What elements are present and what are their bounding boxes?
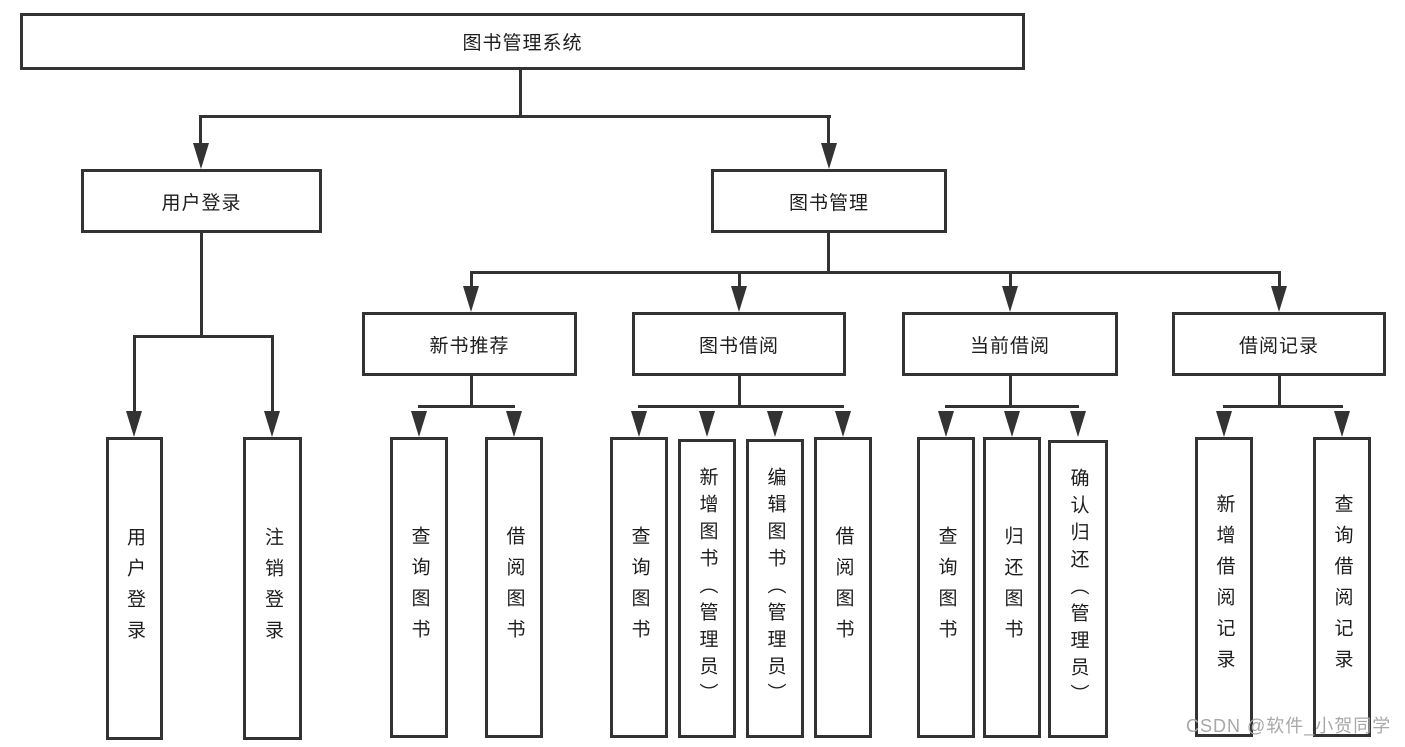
connector-line	[199, 115, 831, 118]
connector-line	[738, 271, 741, 288]
node-leaf-confirm-return-admin: 确认归还（管理员）	[1048, 440, 1108, 738]
connector-line	[827, 115, 830, 145]
node-leaf-logout-login: 注销登录	[243, 437, 302, 740]
node-label: 注销登录	[262, 526, 283, 651]
connector-line	[199, 115, 202, 145]
node-label: 编辑图书（管理员）	[764, 467, 786, 710]
node-label: 借阅图书	[832, 525, 854, 650]
connector-line	[470, 375, 473, 407]
arrow-down-icon	[1070, 411, 1086, 437]
arrow-down-icon	[1271, 286, 1287, 312]
node-leaf-query-books-1: 查询图书	[390, 437, 448, 738]
node-label: 新书推荐	[429, 335, 510, 357]
connector-line	[638, 405, 844, 408]
arrow-down-icon	[411, 411, 427, 437]
node-label: 查询图书	[408, 525, 430, 650]
node-label: 用户登录	[161, 192, 242, 214]
connector-line	[133, 335, 274, 338]
node-label: 图书借阅	[698, 335, 779, 357]
arrow-down-icon	[193, 143, 209, 169]
connector-line	[1278, 375, 1281, 407]
node-label: 用户登录	[124, 526, 145, 651]
arrow-down-icon	[821, 143, 837, 169]
arrow-down-icon	[699, 411, 715, 437]
node-book-borrow: 图书借阅	[632, 312, 846, 376]
connector-line	[470, 271, 1280, 274]
connector-line	[470, 271, 473, 288]
node-leaf-borrow-books-1: 借阅图书	[485, 437, 543, 738]
node-label: 查询图书	[628, 525, 650, 650]
arrow-down-icon	[767, 411, 783, 437]
node-new-book-recommend: 新书推荐	[362, 312, 577, 376]
node-borrow-records: 借阅记录	[1172, 312, 1386, 376]
node-book-management: 图书管理	[711, 169, 947, 233]
connector-line	[418, 405, 515, 408]
connector-line	[945, 405, 1079, 408]
csdn-watermark: CSDN @软件_小贺同学	[1186, 716, 1392, 736]
node-label: 新增借阅记录	[1213, 494, 1235, 680]
arrow-down-icon	[1216, 411, 1232, 437]
node-user-login-branch: 用户登录	[81, 169, 322, 233]
arrow-down-icon	[1004, 411, 1020, 437]
node-leaf-query-borrow-record: 查询借阅记录	[1313, 437, 1371, 737]
node-leaf-edit-books-admin: 编辑图书（管理员）	[746, 439, 804, 738]
arrow-down-icon	[264, 411, 280, 437]
connector-line	[133, 335, 136, 412]
node-label: 查询借阅记录	[1331, 494, 1353, 680]
connector-line	[1009, 375, 1012, 407]
connector-line	[1223, 405, 1343, 408]
node-root: 图书管理系统	[20, 13, 1025, 70]
node-leaf-user-login: 用户登录	[106, 437, 163, 740]
connector-line	[738, 375, 741, 407]
node-label: 查询图书	[935, 525, 957, 650]
arrow-down-icon	[1334, 411, 1350, 437]
connector-line	[1009, 271, 1012, 288]
node-leaf-add-borrow-record: 新增借阅记录	[1195, 437, 1253, 737]
connector-line	[827, 233, 830, 273]
node-label: 当前借阅	[969, 335, 1050, 357]
node-label: 确认归还（管理员）	[1067, 467, 1089, 711]
node-leaf-add-books-admin: 新增图书（管理员）	[678, 439, 736, 738]
connector-line	[271, 335, 274, 412]
arrow-down-icon	[835, 411, 851, 437]
arrow-down-icon	[731, 286, 747, 312]
node-current-borrow: 当前借阅	[902, 312, 1118, 376]
arrow-down-icon	[506, 411, 522, 437]
arrow-down-icon	[463, 286, 479, 312]
node-label: 新增图书（管理员）	[696, 467, 718, 710]
node-label: 借阅图书	[503, 525, 525, 650]
arrow-down-icon	[1002, 286, 1018, 312]
node-leaf-borrow-books-2: 借阅图书	[814, 437, 872, 738]
connector-line	[1278, 271, 1281, 288]
arrow-down-icon	[126, 411, 142, 437]
node-label: 归还图书	[1001, 525, 1023, 650]
node-leaf-query-books-2: 查询图书	[610, 437, 668, 738]
node-leaf-return-books: 归还图书	[983, 437, 1041, 738]
connector-line	[200, 233, 203, 337]
node-label: 借阅记录	[1238, 335, 1319, 357]
node-leaf-query-books-3: 查询图书	[917, 437, 975, 738]
arrow-down-icon	[938, 411, 954, 437]
node-label: 图书管理	[788, 192, 869, 214]
connector-line	[519, 68, 522, 117]
node-label: 图书管理系统	[462, 33, 583, 54]
arrow-down-icon	[631, 411, 647, 437]
